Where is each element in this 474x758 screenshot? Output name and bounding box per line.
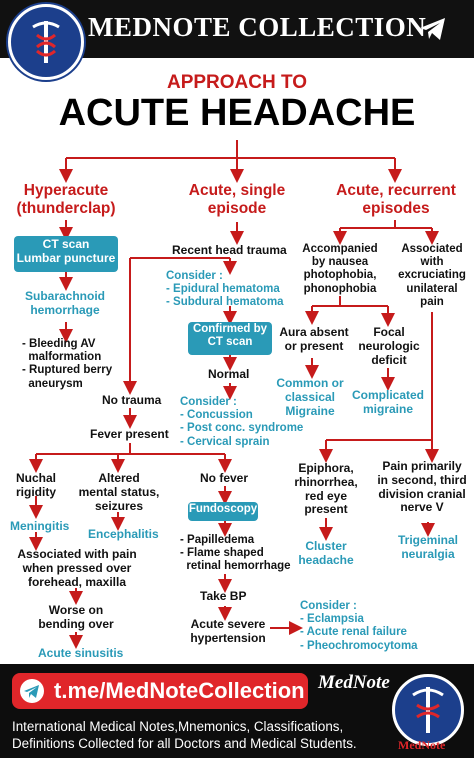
encephalitis-label: Encephalitis xyxy=(88,527,159,541)
title-line-2: ACUTE HEADACHE xyxy=(58,92,416,134)
caduceus-icon xyxy=(412,687,444,733)
assoc-excruciating-pain: Associated with excruciating unilateral … xyxy=(398,243,466,308)
telegram-link[interactable]: t.me/MedNoteCollection xyxy=(54,678,305,703)
mednote-logo xyxy=(8,4,84,80)
nuchal-rigidity: Nuchal rigidity xyxy=(15,471,56,499)
acute-sinusitis-label: Acute sinusitis xyxy=(38,646,124,660)
telegram-link-button[interactable]: t.me/MedNoteCollection xyxy=(12,673,308,709)
consider-trauma: Consider : - Epidural hematoma - Subdura… xyxy=(166,270,284,309)
ct-lp-box: CT scan Lumbar puncture xyxy=(14,236,118,272)
complicated-migraine: Complicated migraine xyxy=(351,388,424,416)
common-classical-migraine: Common or classical Migraine xyxy=(276,376,344,418)
meningitis-label: Meningitis xyxy=(10,519,70,533)
accompanied-nausea: Accompanied by nausea photophobia, phono… xyxy=(302,243,378,295)
telegram-icon[interactable] xyxy=(418,14,448,44)
no-trauma-label: No trauma xyxy=(102,393,162,407)
focal-neurologic-deficit: Focal neurologic deficit xyxy=(358,325,420,367)
take-bp-label: Take BP xyxy=(200,589,247,603)
confirmed-ct-box: Confirmed by CT scan xyxy=(188,322,272,355)
header-title: MEDNOTE COLLECTION xyxy=(88,12,427,42)
branch-acute-recurrent: Acute, recurrent episodes xyxy=(336,182,456,217)
aura-absent-present: Aura absent or present xyxy=(279,325,349,353)
cluster-headache: Cluster headache xyxy=(298,539,354,567)
fever-present-label: Fever present xyxy=(90,427,169,441)
acute-severe-htn: Acute severe hypertension xyxy=(190,617,266,645)
caduceus-icon xyxy=(32,21,60,63)
brand-name: MedNote xyxy=(318,672,390,693)
fundoscopy-findings: - Papilledema - Flame shaped retinal hem… xyxy=(180,534,291,573)
fundoscopy-box: Fundoscopy xyxy=(188,502,258,521)
branch-hyperacute: Hyperacute (thunderclap) xyxy=(16,182,116,217)
no-fever-label: No fever xyxy=(200,471,249,485)
footer-tagline: International Medical Notes,Mnemonics, C… xyxy=(12,718,357,752)
assoc-pain-forehead: Associated with pain when pressed over f… xyxy=(17,547,137,589)
trigeminal-neuralgia: Trigeminal neuralgia xyxy=(397,533,459,561)
mednote-logo-footer xyxy=(392,674,464,746)
branch-acute-single: Acute, single episode xyxy=(188,182,286,217)
sah-label: Subarachnoid hemorrhage xyxy=(24,289,105,317)
footer-tagline-line-2: Definitions Collected for all Doctors an… xyxy=(12,736,357,751)
recent-head-trauma: Recent head trauma xyxy=(172,243,287,257)
pain-primarily-nerve-v: Pain primarily in second, third division… xyxy=(377,459,467,515)
normal-label: Normal xyxy=(208,367,250,381)
footer-tagline-line-1: International Medical Notes,Mnemonics, C… xyxy=(12,719,344,734)
worse-bending-over: Worse on bending over xyxy=(38,603,114,631)
altered-mental-status: Altered mental status, seizures xyxy=(78,471,160,513)
flow-connectors xyxy=(29,140,439,649)
sah-causes: - Bleeding AV malformation - Ruptured be… xyxy=(22,338,113,390)
telegram-icon xyxy=(20,679,44,703)
title-line-1: APPROACH TO xyxy=(166,72,308,93)
consider-htn: Consider : - Eclampsia - Acute renal fai… xyxy=(300,600,418,652)
epiphora-rhinorrhea: Epiphora, rhinorrhea, red eye present xyxy=(294,461,358,517)
consider-normal: Consider : - Concussion - Post conc. syn… xyxy=(180,396,304,448)
brand-name-small: MedNote xyxy=(398,738,446,752)
